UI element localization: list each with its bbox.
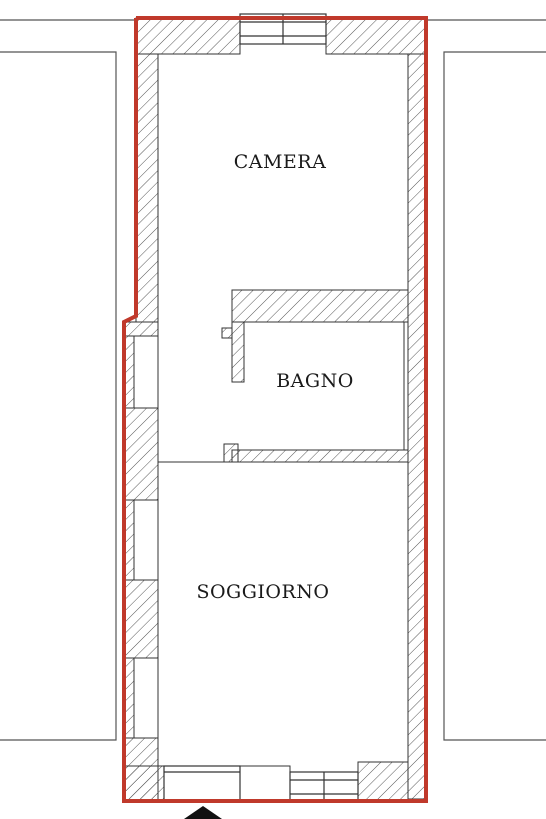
room-label-soggiorno: SOGGIORNO <box>196 581 329 603</box>
room-label-camera: CAMERA <box>234 151 327 173</box>
property-boundary <box>122 16 428 803</box>
neighbor-building-left <box>0 19 136 741</box>
window-bottom <box>289 771 359 803</box>
entrance-arrow-icon <box>184 806 222 819</box>
neighbor-building-right <box>428 19 546 741</box>
entrance-door <box>163 765 241 801</box>
interior-walls <box>221 289 409 463</box>
room-label-bagno: BAGNO <box>276 370 354 392</box>
exterior-walls <box>123 17 427 801</box>
